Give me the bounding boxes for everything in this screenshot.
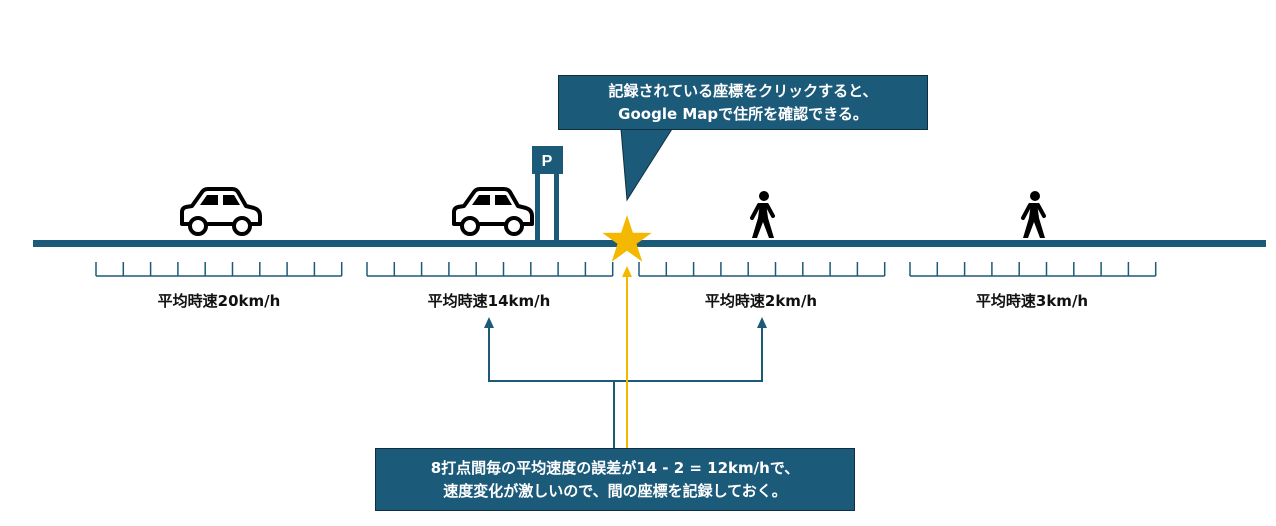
speed-label-segment-3: 平均時速2km/h: [704, 292, 818, 310]
walker-icon: [750, 191, 775, 238]
bracket-arrowhead-right: [757, 317, 767, 328]
road-line: [33, 240, 1266, 247]
walker-icon: [1021, 191, 1046, 238]
speed-label-segment-2: 平均時速14km/h: [427, 292, 551, 310]
car-icon: [180, 187, 262, 236]
tick-rulers: [95, 262, 1157, 277]
bracket-arrowhead-left: [484, 317, 494, 328]
top-callout-line-1: 記録されている座標をクリックすると、: [608, 81, 878, 100]
top-callout-line-2: Google Mapで住所を確認できる。: [618, 104, 868, 123]
parking-sign-label: P: [542, 153, 553, 170]
top-callout-pointer: [620, 128, 673, 202]
speed-label-segment-4: 平均時速3km/h: [975, 292, 1089, 310]
parking-sign-icon: P: [532, 146, 563, 241]
speed-label-segment-1: 平均時速20km/h: [157, 292, 281, 310]
bottom-callout-line-1: 8打点間毎の平均速度の誤差が14 - 2 = 12km/hで、: [430, 458, 800, 477]
bottom-callout: 8打点間毎の平均速度の誤差が14 - 2 = 12km/hで、 速度変化が激しい…: [375, 448, 855, 511]
top-callout: 記録されている座標をクリックすると、 Google Mapで住所を確認できる。: [558, 75, 928, 130]
star-pointer-arrowhead: [622, 266, 632, 277]
star-icon[interactable]: [602, 215, 652, 262]
car-icon: [452, 187, 534, 236]
bottom-callout-line-2: 速度変化が激しいので、間の座標を記録しておく。: [443, 481, 787, 500]
comparison-bracket: [488, 326, 763, 448]
